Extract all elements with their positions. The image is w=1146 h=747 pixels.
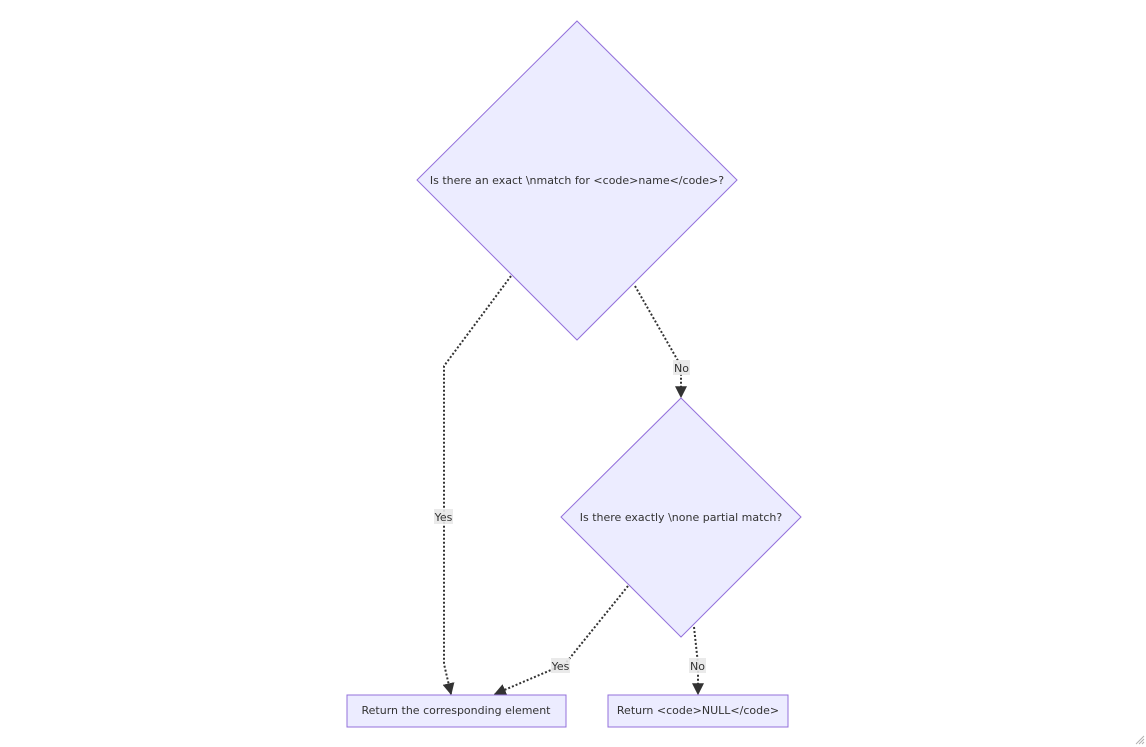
edge-exact-no xyxy=(634,285,687,399)
decision-diamond-shape xyxy=(416,20,738,341)
process-return-null: Return <code>NULL</code> xyxy=(607,694,789,728)
process-box-shape xyxy=(346,694,567,728)
process-return-element: Return the corresponding element xyxy=(346,694,567,728)
edge-label-partial-no: No xyxy=(689,658,706,673)
edge-exact-yes xyxy=(442,275,512,696)
edge-label-background xyxy=(673,360,690,375)
edge-partial-yes xyxy=(493,585,629,696)
process-box-shape xyxy=(607,694,789,728)
edge-label-partial-yes: Yes xyxy=(551,658,570,673)
edge-label-partial-no-text: No xyxy=(690,660,705,673)
edge-label-exact-no-text: No xyxy=(674,362,689,375)
edge-label-background xyxy=(434,509,453,524)
edge-label-exact-no: No xyxy=(673,360,690,375)
process-return-element-label: Return the corresponding element xyxy=(362,704,552,717)
process-return-null-label: Return <code>NULL</code> xyxy=(617,704,779,717)
decision-exact-match: Is there an exact \nmatch for <code>name… xyxy=(416,20,738,341)
edge-label-exact-yes-text: Yes xyxy=(434,511,453,524)
decision-one-partial-label: Is there exactly \none partial match? xyxy=(580,511,783,524)
edge-label-partial-yes-text: Yes xyxy=(551,660,570,673)
resize-grip-icon[interactable] xyxy=(1135,735,1145,745)
edge-label-exact-yes: Yes xyxy=(434,509,453,524)
decision-one-partial-match: Is there exactly \none partial match? xyxy=(560,397,802,638)
edge-label-background xyxy=(551,658,570,673)
decision-exact-match-label: Is there an exact \nmatch for <code>name… xyxy=(430,174,724,187)
edge-label-background xyxy=(689,658,706,673)
decision-diamond-shape xyxy=(560,397,802,638)
